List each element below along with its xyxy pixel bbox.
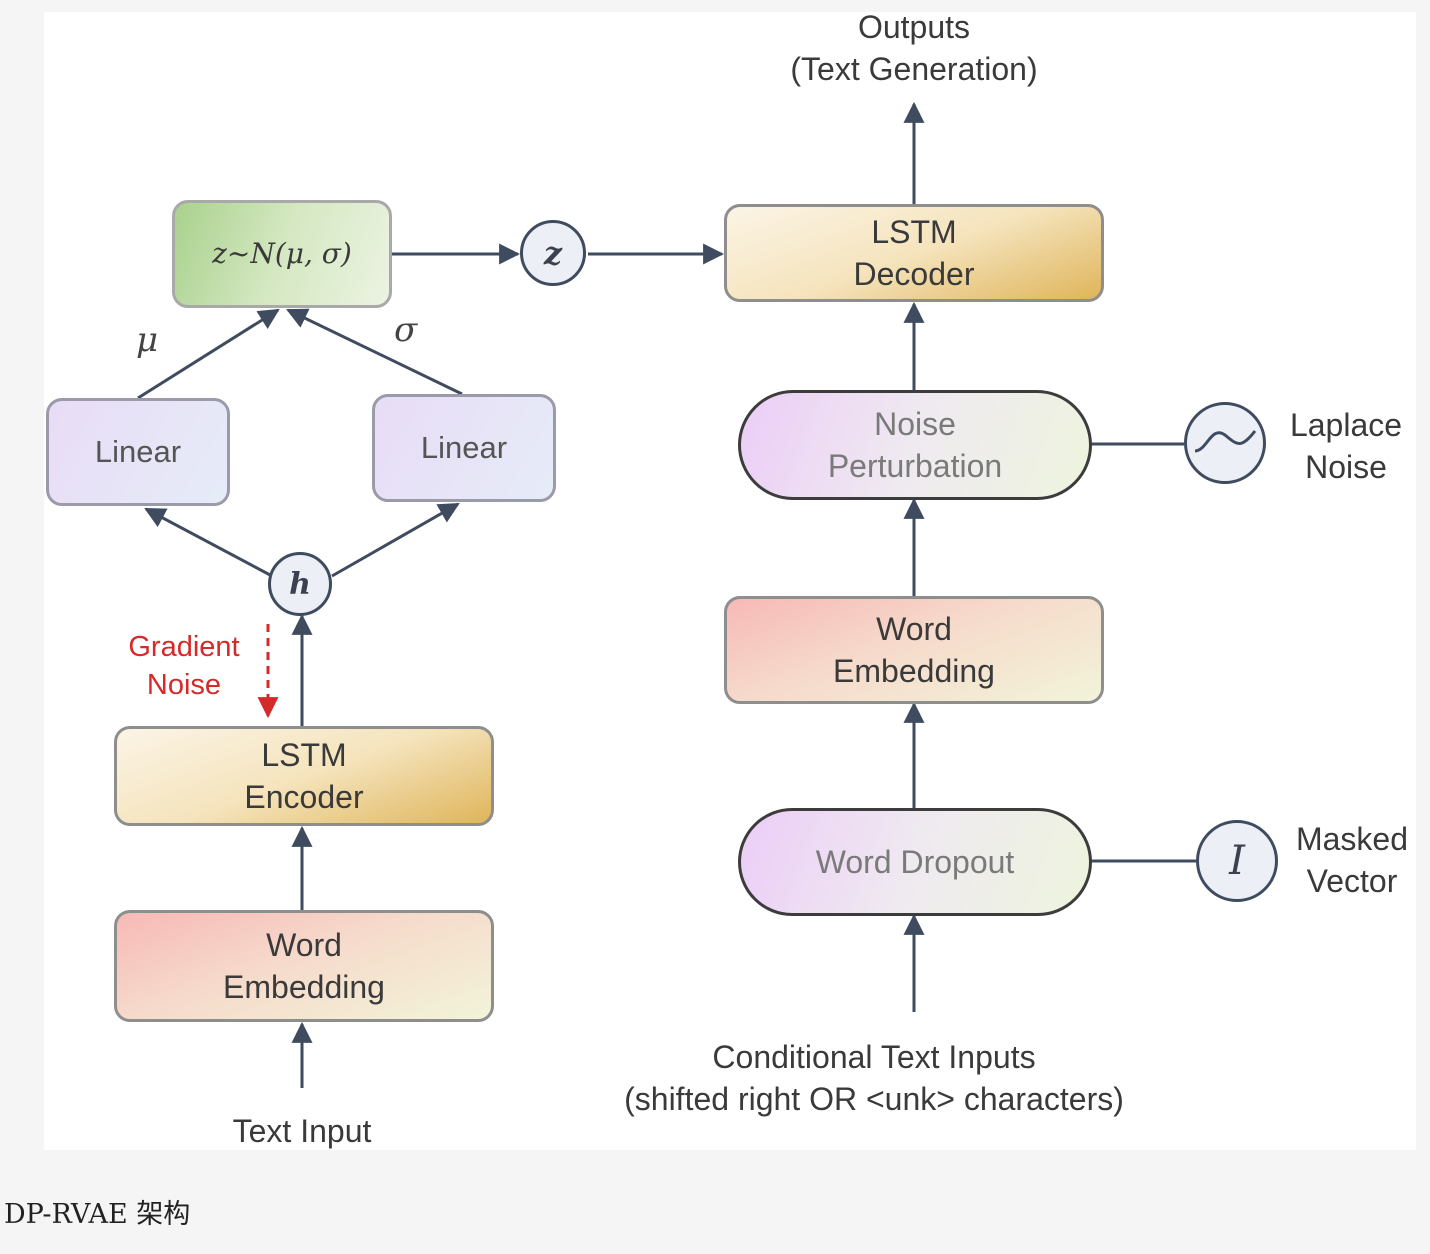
word-dropout-box: Word Dropout [738, 808, 1092, 916]
arrow-h-to-linear-right [331, 502, 460, 578]
laplace-noise-icon [1184, 402, 1266, 484]
gradient-noise-line1: Gradient [128, 631, 240, 663]
identity-node: I [1196, 820, 1278, 902]
noise-perturbation-line1: Noise [874, 406, 956, 442]
figure-caption: DP-RVAE 架构 [4, 1199, 191, 1230]
noise-perturbation-box: Noise Perturbation [738, 390, 1092, 500]
outputs-line2: (Text Generation) [790, 51, 1038, 87]
sigma-label: σ [394, 310, 418, 350]
lstm-encoder-box: LSTM Encoder [114, 726, 494, 826]
lstm-encoder-line2: Encoder [244, 779, 364, 815]
decoder-embedding-line1: Word [876, 611, 952, 647]
laplace-noise-line1: Laplace [1289, 407, 1403, 443]
encoder-embedding-line2: Embedding [223, 969, 385, 1005]
diagram-canvas: Text Input Word Embedding LSTM Encoder G… [44, 9, 1416, 1150]
encoder-embedding-line1: Word [266, 927, 342, 963]
linear-left-box: Linear [46, 398, 230, 506]
conditional-inputs-label: Conditional Text Inputs (shifted right O… [574, 1036, 1174, 1120]
word-dropout-label: Word Dropout [815, 844, 1015, 880]
laplace-noise-label: Laplace Noise [1278, 404, 1414, 488]
lstm-decoder-box: LSTM Decoder [724, 204, 1104, 302]
conditional-inputs-line1: Conditional Text Inputs [712, 1039, 1036, 1075]
lstm-encoder-line1: LSTM [261, 737, 347, 773]
laplace-noise-line2: Noise [1305, 449, 1387, 485]
noise-perturbation-line2: Perturbation [827, 448, 1003, 484]
sine-wave-icon [1194, 430, 1257, 453]
decoder-word-embedding-box: Word Embedding [724, 596, 1104, 704]
masked-vector-line1: Masked [1295, 821, 1409, 857]
outputs-line1: Outputs [857, 9, 971, 45]
lstm-decoder-line2: Decoder [853, 256, 975, 292]
gradient-noise-label: Gradient Noise [114, 628, 254, 704]
gradient-noise-line2: Noise [146, 669, 222, 701]
arrow-h-to-linear-left [144, 507, 273, 578]
arrow-linear-left-to-latent [137, 308, 280, 400]
outputs-label: Outputs (Text Generation) [744, 6, 1084, 90]
lstm-decoder-line1: LSTM [871, 214, 957, 250]
z-node: z [520, 220, 586, 286]
conditional-inputs-line2: (shifted right OR <unk> characters) [624, 1081, 1124, 1117]
latent-distribution-box: z~N(μ, σ) [172, 200, 392, 308]
masked-vector-line2: Vector [1306, 863, 1398, 899]
latent-distribution-label: z~N(μ, σ) [212, 237, 352, 270]
linear-right-box: Linear [372, 394, 556, 502]
h-node: h [268, 552, 332, 616]
mu-label: μ [136, 320, 159, 360]
masked-vector-label: Masked Vector [1288, 818, 1416, 902]
encoder-word-embedding-box: Word Embedding [114, 910, 494, 1022]
connector-layer [137, 101, 1196, 1088]
arrow-linear-right-to-latent [286, 308, 463, 396]
text-input-label: Text Input [232, 1113, 372, 1149]
decoder-embedding-line2: Embedding [833, 653, 995, 689]
